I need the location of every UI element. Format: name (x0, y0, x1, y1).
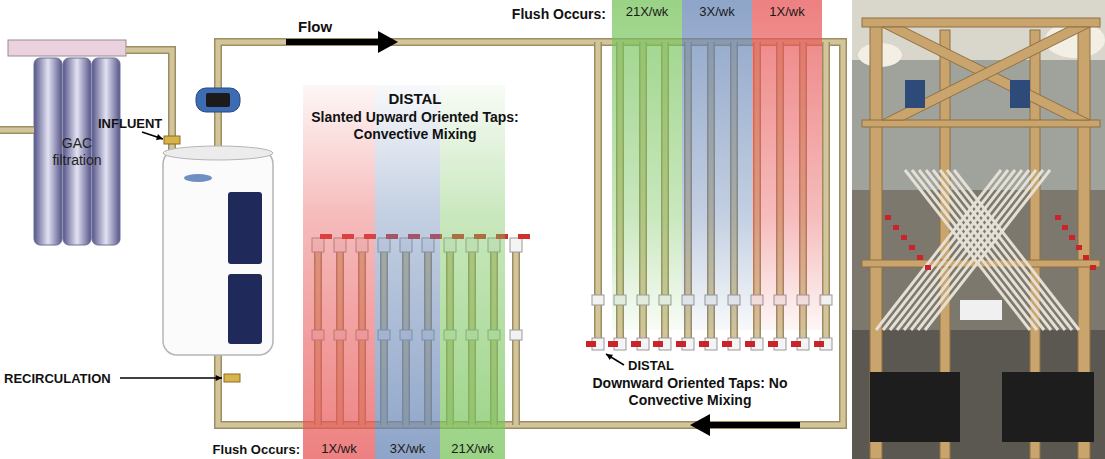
pipe-outline (0, 126, 34, 134)
photo-valve (1076, 245, 1082, 250)
photo-tap-pipe (940, 170, 1065, 330)
pipe (0, 128, 34, 133)
filter-label: GAC filtration (44, 135, 110, 169)
valve-handle (791, 341, 801, 347)
pump-display (206, 93, 230, 107)
valve-handle (653, 341, 663, 347)
flush-band: 21X/wk (612, 0, 682, 330)
leader-line (606, 354, 624, 365)
flush-frequency: 21X/wk (626, 4, 669, 20)
photo-frame-brace (882, 27, 1090, 120)
photo-tap-pipe (883, 170, 1008, 330)
heater-panel (228, 192, 262, 264)
photo-bin (870, 372, 960, 442)
photo-tap-pipe (890, 170, 1015, 330)
photo-valve (1069, 235, 1075, 240)
leader-arrowhead (216, 375, 222, 381)
photo-bucket (960, 300, 1002, 320)
photo-valve (1055, 215, 1061, 220)
photo-valve (901, 235, 907, 240)
photo-valve (1062, 225, 1068, 230)
flush-frequency: 3X/wk (699, 4, 734, 20)
photo-bin (1002, 372, 1094, 442)
photo-frame-brace (882, 27, 1090, 120)
pipe-coupling (510, 330, 522, 340)
photo-background (852, 0, 1105, 459)
valve-handle (518, 234, 530, 239)
flush-band: 1X/wk (752, 0, 822, 330)
leader-arrowhead (606, 354, 613, 360)
distal-label: DISTAL (388, 90, 441, 108)
flush-label: Flush Occurs: (512, 6, 606, 23)
photo-valve (917, 255, 923, 260)
photo-floor (852, 330, 1105, 459)
influent-label: INFLUENT (98, 116, 162, 132)
valve-handle (814, 341, 824, 347)
valve-handle (586, 341, 596, 347)
valve-handle (631, 341, 641, 347)
valve-body (510, 238, 522, 252)
leader-line (142, 132, 163, 139)
photo-valve (909, 245, 915, 250)
circulation-pump (196, 88, 240, 112)
valve-handle (722, 341, 732, 347)
photo-valve (925, 265, 931, 270)
photo-pump (905, 80, 925, 108)
pipe-coupling (592, 295, 604, 305)
recirculation-label: RECIRCULATION (4, 371, 111, 387)
flush-frequency: 3X/wk (390, 441, 425, 457)
flow-label: Flow (298, 18, 332, 36)
photo-tap-pipe (876, 170, 1001, 330)
photo-valve (893, 225, 899, 230)
tap-description: Downward Oriented Taps: No Convective Mi… (574, 375, 806, 409)
tap-description: Slanted Upward Oriented Taps: Convective… (284, 109, 546, 143)
heater-panel (228, 274, 262, 344)
valve-handle (745, 341, 755, 347)
filter-node: GAC filtration (34, 58, 120, 245)
distal-label: DISTAL (628, 358, 674, 374)
water-heater (163, 150, 273, 355)
photo-valve (1083, 255, 1089, 260)
heater-top (163, 146, 273, 160)
valve-handle (676, 341, 686, 347)
filter-head (8, 40, 126, 56)
photo-valve (1090, 265, 1096, 270)
heater-logo (184, 174, 212, 182)
photo-valve (885, 215, 891, 220)
valve-handle (768, 341, 778, 347)
sampling-valve (164, 136, 180, 144)
flow-arrow (690, 414, 800, 436)
photo-tap-pipe (947, 170, 1072, 330)
photo-pump (1010, 80, 1030, 108)
photo-frame-beam (862, 120, 1100, 127)
flush-frequency: 21X/wk (451, 441, 494, 457)
photo-frame-beam (862, 18, 1100, 27)
flush-band: 3X/wk (682, 0, 752, 330)
flush-frequency: 1X/wk (769, 4, 804, 20)
flush-label: Flush Occurs: (213, 442, 300, 458)
valve-handle (699, 341, 709, 347)
sampling-valve (224, 374, 240, 382)
valve-handle (608, 341, 618, 347)
leader-line (120, 377, 222, 379)
photo-tap-pipe (954, 170, 1079, 330)
leader-arrowhead (156, 134, 163, 140)
flush-frequency: 1X/wk (321, 441, 356, 457)
